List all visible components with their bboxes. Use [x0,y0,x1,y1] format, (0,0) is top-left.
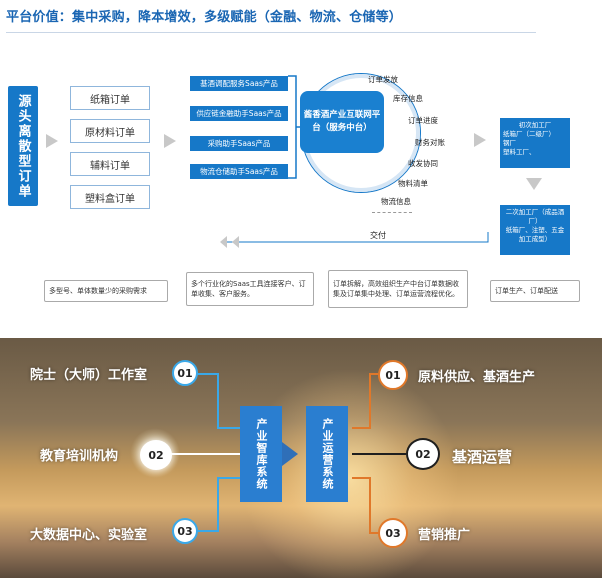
processor-label: 钢厂 [503,139,516,147]
number-badge: 02 [140,440,172,470]
industry-operation-box: 产业运营系统 [306,406,348,502]
orbit-label: 订单发放 [368,75,398,84]
arrow-down-icon [526,178,542,190]
orbit-label: 财务对账 [415,138,445,147]
number-badge: 01 [378,360,408,390]
processor-label: 塑料工厂、 [503,148,536,156]
note-box: 订单拆解，高效组织生产中台订单数据收集及订单集中处理、订单运营流程优化。 [328,270,468,308]
arrow-right-icon [164,134,176,148]
arrow-right-icon [46,134,58,148]
processor-label: 二次加工厂（成品酒厂） [505,208,565,225]
note-box: 多个行业化的Saas工具连接客户、订单收集、客户服务。 [186,272,314,306]
divider [372,212,412,213]
number-badge: 01 [172,360,198,386]
left-item-label: 教育培训机构 [40,449,119,464]
secondary-processors-box: 二次加工厂（成品酒厂） 纸箱厂、注塑、五金加工成型） [500,205,570,255]
order-box: 辅料订单 [70,152,150,176]
bottom-panel: 院士（大师）工作室 01 教育培训机构 02 大数据中心、实验室 03 产业智库… [0,338,602,578]
note-box: 多型号、单体数量少的采购需求 [44,280,168,302]
order-box: 原材料订单 [70,119,150,143]
primary-processors-box: 初次加工厂 纸箱厂（二级厂） 钢厂 塑料工厂、 [500,118,570,168]
processor-label: 初次加工厂 [518,121,552,129]
right-item-label: 原料供应、基酒生产 [418,370,536,385]
title-divider [6,32,536,33]
saas-service: 物流仓储助手Saas产品 [190,164,288,179]
saas-service: 基酒调配服务Saas产品 [190,76,288,91]
processor-label: 纸箱厂（二级厂） [503,130,555,138]
arrow-right-icon [474,133,486,147]
saas-service: 供应链金融助手Saas产品 [190,106,288,121]
delivery-label: 交付 [370,231,386,240]
number-badge: 03 [378,518,408,548]
processor-label: 纸箱厂、注塑、五金加工成型） [505,226,565,243]
source-orders-label: 源头离散型订单 [8,86,38,206]
right-item-label: 基酒运营 [452,448,513,466]
note-box: 订单生产、订单配送 [490,280,580,302]
left-item-label: 院士（大师）工作室 [30,368,148,383]
saas-service: 采购助手Saas产品 [190,136,288,151]
platform-hub: 酱香酒产业互联网平台（服务中台） [300,91,384,153]
orbit-label: 物料清单 [398,179,428,188]
number-badge: 02 [406,438,440,470]
industry-think-tank-box: 产业智库系统 [240,406,282,502]
order-box: 纸箱订单 [70,86,150,110]
orbit-label: 物流信息 [381,197,411,206]
left-item-label: 大数据中心、实验室 [30,528,148,543]
order-box: 塑料盒订单 [70,185,150,209]
orbit-label: 库存信息 [393,94,423,103]
orbit-label: 收发协同 [408,159,438,168]
delivery-arrow [220,232,489,248]
right-item-label: 营销推广 [418,528,471,543]
page-title: 平台价值：集中采购，降本增效，多级赋能（金融、物流、仓储等） [6,10,403,25]
orbit-label: 订单进度 [408,116,438,125]
connector-lines [170,373,406,534]
number-badge: 03 [172,518,198,544]
